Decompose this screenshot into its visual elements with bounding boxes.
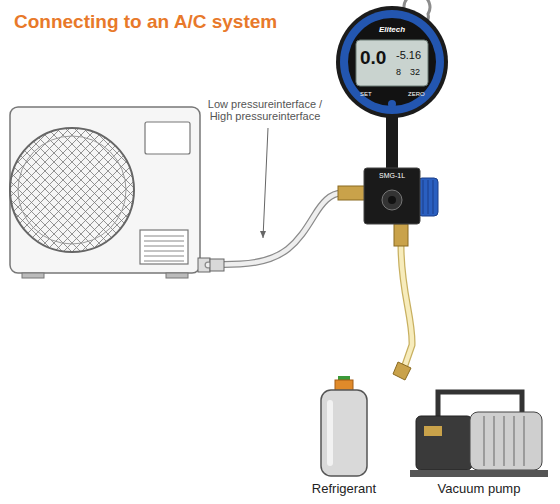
pressure-reading: 0.0 xyxy=(360,48,386,69)
component-caption: Refrigerant xyxy=(300,482,388,496)
unit-casing xyxy=(10,107,200,273)
component-caption: Vacuum pump xyxy=(404,482,554,496)
unit-foot xyxy=(166,273,188,278)
hose-end-fitting xyxy=(393,362,411,380)
motor-fins xyxy=(484,416,524,466)
model-name: SMG-1L xyxy=(364,172,420,180)
leader-arrowhead xyxy=(260,231,266,238)
pump-inlet xyxy=(424,426,442,436)
gauge-bezel xyxy=(336,6,448,118)
refrigerant-bottle: Refrigerant xyxy=(300,376,388,500)
valve-port xyxy=(382,190,402,210)
unit-foot xyxy=(22,273,44,278)
display-value: 32 xyxy=(410,68,420,78)
vacuum-pump: Vacuum pump xyxy=(404,376,554,500)
valve-port-hole xyxy=(388,196,396,204)
hose-outline xyxy=(401,246,412,368)
node-outline xyxy=(336,6,448,118)
button-label: ZERO xyxy=(408,91,425,98)
hose-body xyxy=(401,246,412,368)
pump-motor xyxy=(470,412,542,470)
hose-fitting xyxy=(210,259,224,271)
charging-hose xyxy=(208,193,342,271)
bottom-fitting xyxy=(394,224,408,246)
gauge-stem xyxy=(386,114,398,170)
unit-panel xyxy=(145,122,190,154)
knob-ridges xyxy=(423,180,433,214)
hose-body xyxy=(208,193,342,265)
diagram-title: Connecting to an A/C system xyxy=(14,12,277,33)
power-button xyxy=(388,100,396,108)
button-label: SET xyxy=(360,91,372,98)
display-value: 8 xyxy=(396,68,401,78)
yellow-hose xyxy=(393,246,412,380)
vent-slats xyxy=(144,236,184,261)
temperature-reading: -5.16 xyxy=(396,49,421,61)
callout-label: Low pressureinterface / High pressureint… xyxy=(200,98,330,122)
valve-block xyxy=(364,168,420,224)
bottle-highlight xyxy=(327,400,333,466)
valve-knob xyxy=(418,178,438,216)
digital-gauge: Elitech 0.0 -5.16 8 32SET ZERO xyxy=(336,6,448,118)
brand-name: Elitech xyxy=(336,26,448,35)
valve-body: SMG-1L xyxy=(364,168,420,224)
hose-outline xyxy=(208,193,342,265)
fan-grille xyxy=(10,128,134,252)
pump-head xyxy=(416,416,472,470)
vent-grill xyxy=(140,230,188,264)
side-fitting xyxy=(338,186,366,200)
bottle-body xyxy=(321,390,367,476)
leader-line xyxy=(263,128,268,238)
lcd-display xyxy=(356,40,428,86)
ac-outdoor-unit xyxy=(10,107,210,278)
pump-base xyxy=(410,470,548,477)
fan-ring xyxy=(18,136,126,244)
